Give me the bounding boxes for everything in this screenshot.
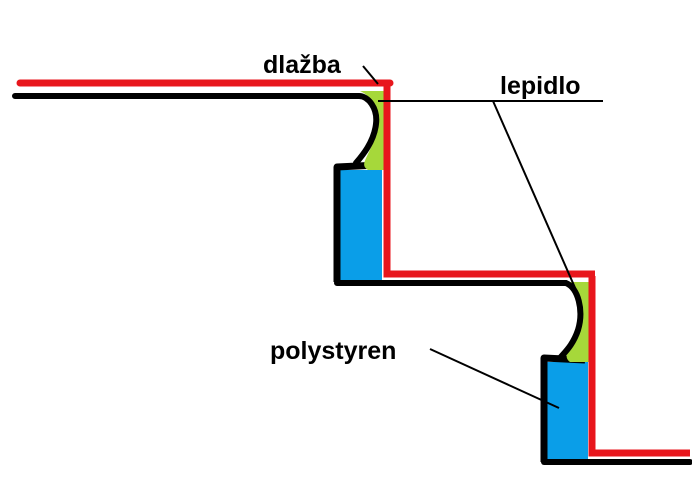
adhesive-upper — [360, 91, 386, 170]
tile-leader-line — [362, 65, 379, 85]
tile-label: dlažba — [263, 51, 342, 79]
adhesive-label: lepidlo — [500, 72, 581, 100]
substrate-top-surface — [12, 93, 380, 166]
polystyrene-leader-line — [429, 348, 560, 409]
adhesive-leader-line — [378, 100, 603, 291]
polystyrene-block-lower — [544, 362, 588, 460]
tile-riser-upper — [383, 83, 595, 278]
substrate-middle-surface — [334, 280, 584, 361]
tile-riser-lower — [588, 276, 690, 457]
polystyrene-block-upper — [337, 170, 382, 282]
polystyrene-label: polystyren — [270, 337, 396, 365]
adhesive-lower — [566, 282, 590, 362]
